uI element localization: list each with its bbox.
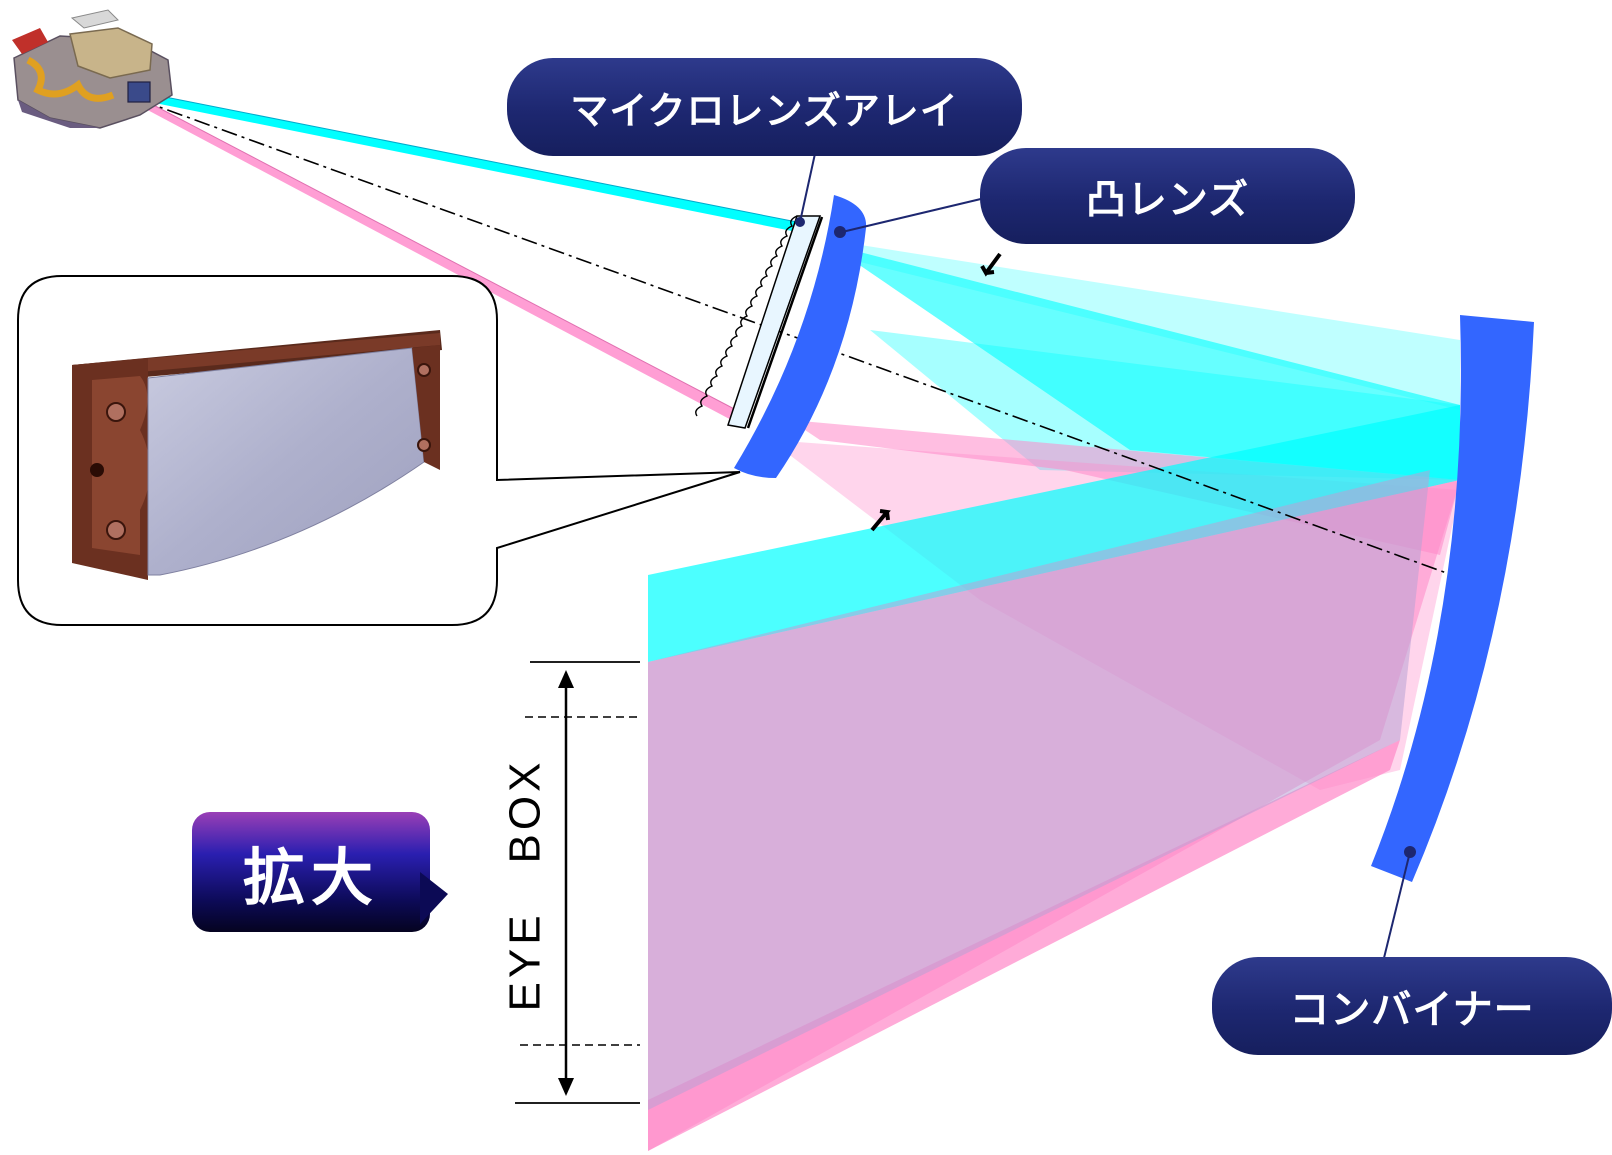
projector-beam-cyan	[140, 92, 797, 232]
eye-box-label-wrap: EYE BOX	[490, 759, 550, 1012]
eye-box-label: EYE BOX	[500, 758, 549, 1012]
module-screw-2	[106, 520, 126, 540]
module-screw-1	[106, 402, 126, 422]
microlens-array	[695, 215, 824, 429]
microlens-array-body	[727, 215, 822, 429]
module-screw-4	[417, 438, 431, 452]
combiner-leader	[1382, 851, 1411, 963]
microlens-array-bumps	[695, 215, 798, 417]
projector-beam-pink-edge	[139, 97, 743, 414]
convex-lens-leader	[841, 197, 986, 233]
module-frame-right	[412, 345, 440, 470]
eyebox-arrow-head-top	[558, 670, 574, 688]
eyebox-dimension	[515, 661, 640, 1104]
projector-base	[18, 100, 100, 128]
optical-axis	[139, 99, 1453, 576]
projector-lens-barrel	[127, 81, 151, 103]
combiner	[1371, 315, 1534, 882]
microlens-array-face	[746, 216, 824, 429]
lens-module-callout	[17, 275, 741, 626]
arrow-lower	[870, 509, 891, 532]
eyebox-arrow-head-bottom	[558, 1078, 574, 1096]
return-cyan	[648, 405, 1460, 662]
expand-callout-tail	[420, 872, 448, 924]
projector-connector	[12, 28, 48, 54]
projector-beams	[139, 91, 798, 423]
module-screw-3	[417, 363, 431, 377]
lens-module-photo-icon	[72, 330, 442, 580]
expand-callout: 拡大	[192, 812, 448, 932]
convex-lens-marker	[834, 226, 846, 238]
return-pink-bottom	[648, 740, 1400, 1151]
convex-lens-label: 凸レンズ	[980, 148, 1355, 244]
projector-housing	[69, 27, 153, 79]
module-frame-top	[72, 333, 440, 378]
module-hole	[90, 463, 104, 477]
microlens-array-label: マイクロレンズアレイ	[507, 58, 1022, 156]
expand-callout-background	[192, 812, 430, 932]
beam-arrows	[870, 252, 1002, 532]
projector-beam-cyan-edge	[139, 91, 798, 223]
module-lens-surface	[147, 347, 425, 576]
return-overlap	[648, 470, 1430, 1110]
beam-combiner-to-eyebox	[648, 405, 1460, 1151]
arrow-upper	[980, 252, 1002, 277]
module-bracket-left	[92, 376, 150, 555]
projector-beam-pink	[140, 98, 742, 423]
convex-lens	[734, 195, 867, 478]
combiner-label: コンバイナー	[1212, 957, 1612, 1055]
laser-projector-module-icon	[12, 9, 173, 129]
projector-top-plate	[70, 9, 119, 29]
beam-cyan-main	[852, 250, 1460, 480]
expand-label: 拡大	[242, 841, 379, 914]
projector-flex-cable	[26, 56, 115, 102]
